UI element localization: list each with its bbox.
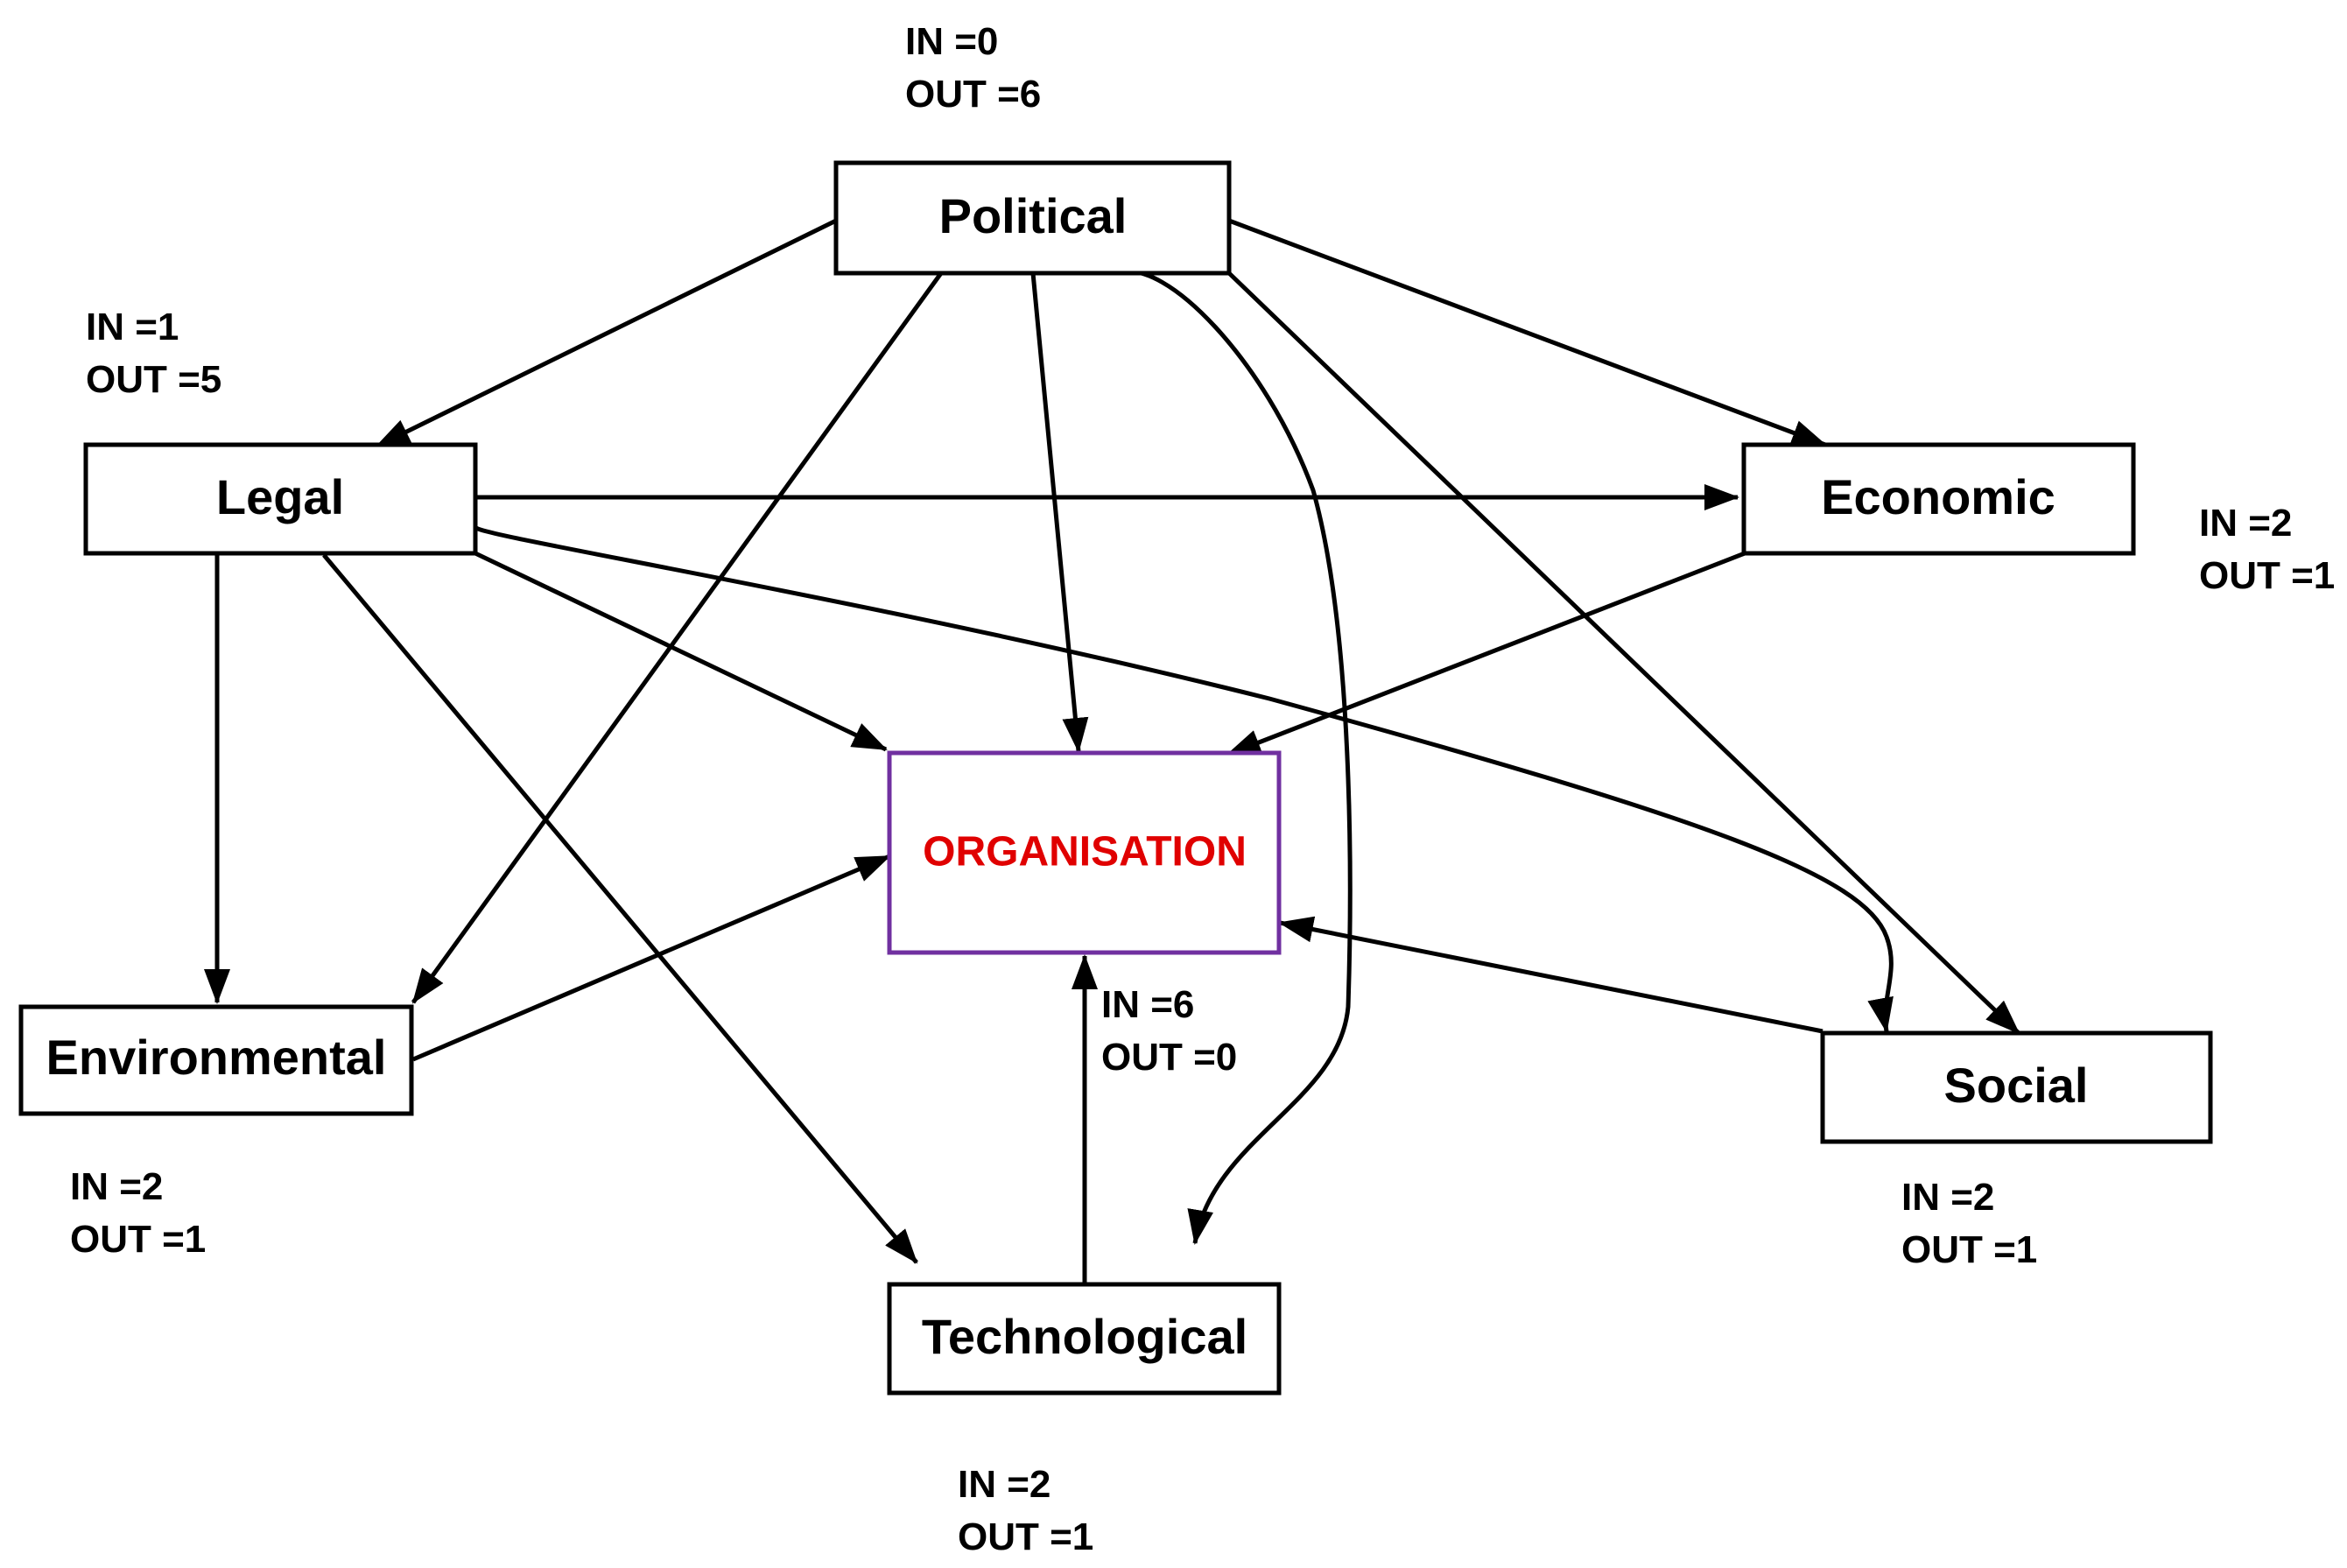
node-environmental: Environmental [18,1004,414,1116]
count-organisation: IN =6 OUT =0 [1101,983,1237,1079]
count-environmental-out: OUT =1 [70,1218,206,1261]
count-economic-in: IN =2 [2199,502,2292,545]
edge-political-organisation [1030,272,1089,753]
edge-political-social [1227,271,2020,1035]
count-political: IN =0 OUT =6 [905,20,1041,116]
count-economic: IN =2 OUT =1 [2199,502,2335,597]
node-environmental-label: Environmental [46,1030,387,1085]
node-political: Political [833,160,1232,276]
edge-political-technological [1120,269,1353,1245]
edge-political-economic [1228,218,1827,447]
node-political-label: Political [939,188,1128,243]
edge-political-legal [375,218,838,449]
node-legal-label: Legal [216,469,344,524]
count-technological-out: OUT =1 [958,1515,1093,1558]
count-legal: IN =1 OUT =5 [86,306,221,401]
count-technological-in: IN =2 [958,1463,1051,1506]
edge-legal-technological [322,553,918,1264]
count-organisation-in: IN =6 [1101,983,1194,1026]
edge-political-environmental [411,271,944,1004]
node-social-label: Social [1944,1058,2089,1113]
count-political-in: IN =0 [905,20,998,63]
count-technological: IN =2 OUT =1 [958,1463,1093,1558]
count-environmental-in: IN =2 [70,1165,163,1208]
edge-environmental-organisation [412,854,891,1062]
edge-economic-organisation [1226,551,1746,757]
edges [204,218,2020,1284]
count-social-in: IN =2 [1901,1176,1994,1219]
edge-legal-organisation [474,551,888,752]
node-technological-label: Technological [922,1309,1247,1364]
node-organisation: ORGANISATION [887,750,1282,955]
count-environmental: IN =2 OUT =1 [70,1165,206,1261]
count-social: IN =2 OUT =1 [1901,1176,2037,1271]
node-organisation-label: ORGANISATION [923,829,1247,875]
count-organisation-out: OUT =0 [1101,1036,1237,1079]
count-economic-out: OUT =1 [2199,554,2335,597]
node-economic: Economic [1741,442,2136,556]
count-social-out: OUT =1 [1901,1228,2037,1271]
edge-legal-social [473,524,1894,1033]
count-legal-in: IN =1 [86,306,179,348]
edge-social-organisation [1278,916,1823,1034]
node-social: Social [1820,1030,2213,1144]
node-legal: Legal [83,442,478,556]
node-economic-label: Economic [1821,469,2055,524]
count-legal-out: OUT =5 [86,358,221,401]
node-technological: Technological [887,1282,1282,1396]
count-political-out: OUT =6 [905,73,1041,116]
